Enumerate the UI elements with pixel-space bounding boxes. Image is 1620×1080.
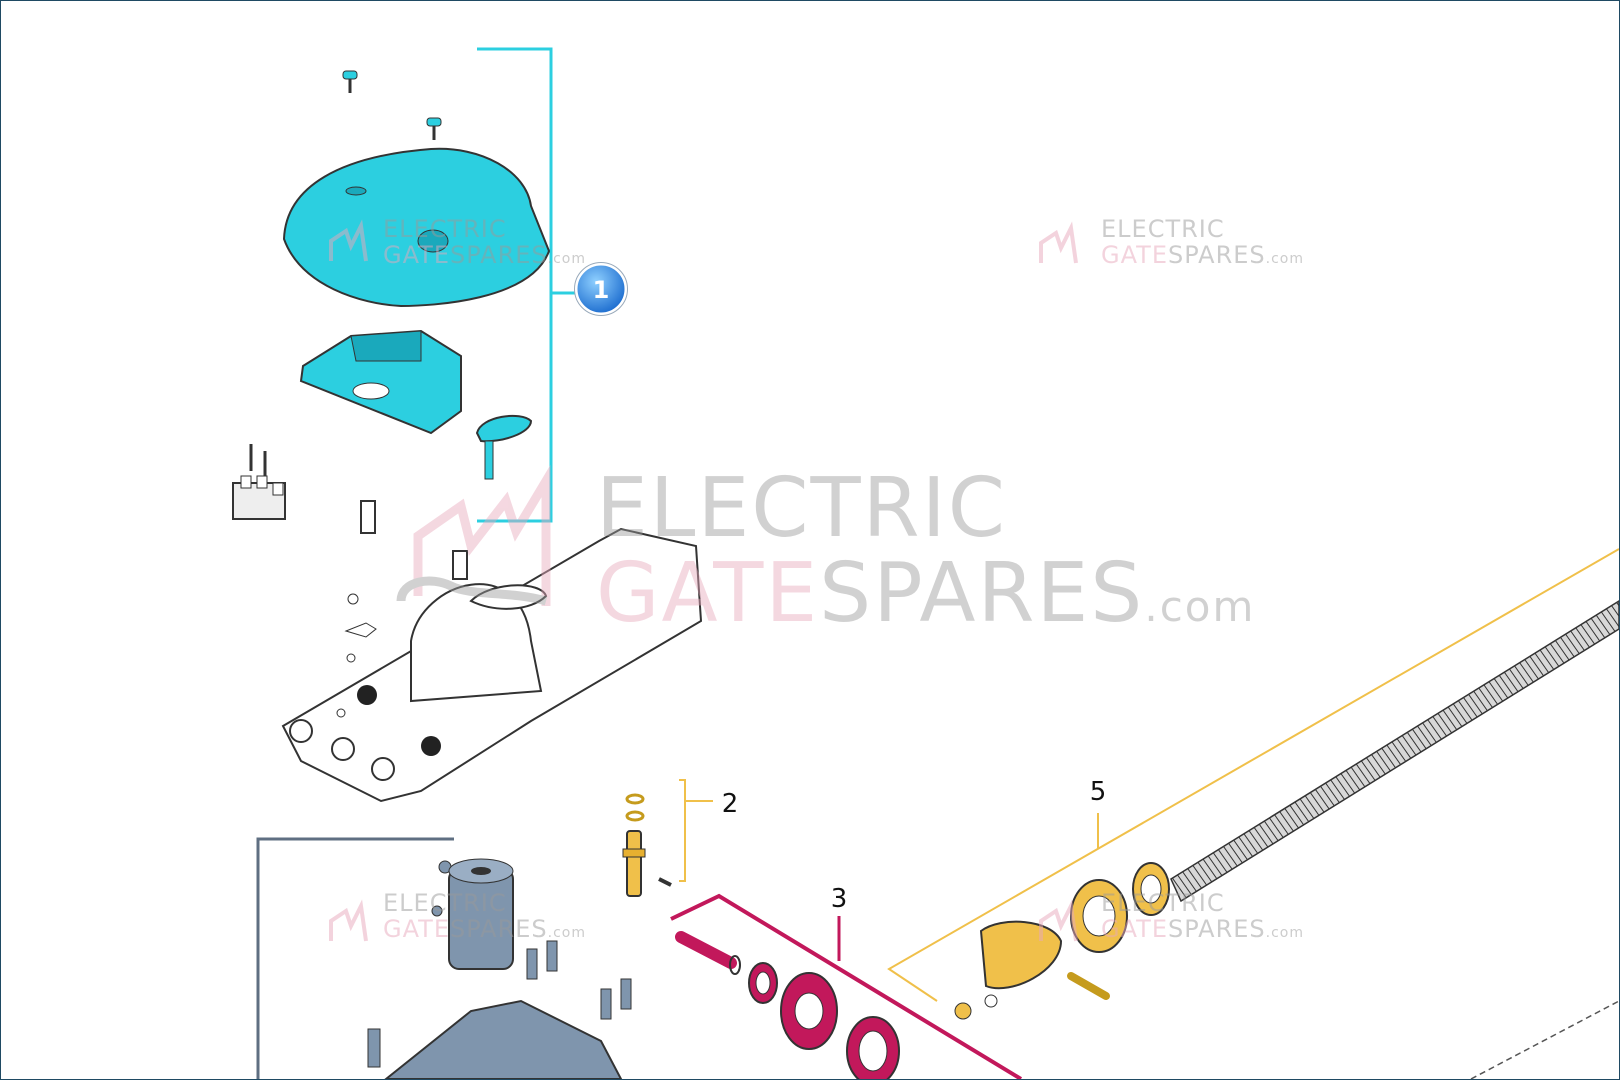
group-3-gear-train: 3 [670, 884, 1023, 1079]
watermark-small-4-suffix: .com [1266, 925, 1304, 941]
cover-screw-middle [426, 117, 442, 140]
callout-1-badge[interactable]: 1 [574, 262, 628, 316]
group-1-cover-assembly: 1 [282, 47, 628, 523]
watermark-small-3: ELECTRIC GATESPARES.com [329, 889, 586, 943]
watermark-small-1-gate: GATE [383, 241, 450, 269]
watermark-small-2-line1: ELECTRIC [1101, 215, 1225, 243]
watermark-big-line1: ELECTRIC [596, 461, 1007, 556]
watermark-small-2-suffix: .com [1266, 251, 1304, 267]
group-5-bracket [887, 548, 1619, 1002]
release-key [475, 414, 533, 480]
leadscrew [1170, 600, 1619, 903]
group-1-bracket [477, 47, 553, 523]
svg-text:GATESPARES.com: GATESPARES.com [596, 546, 1255, 641]
watermark-small-1: ELECTRIC GATESPARES.com [329, 215, 586, 269]
watermark-small-4-gate: GATE [1101, 915, 1168, 943]
svg-text:GATESPARES.com: GATESPARES.com [1101, 915, 1304, 943]
watermark-small-3-suffix: .com [548, 925, 586, 941]
group-2-valve-assembly: 2 [622, 779, 739, 897]
callout-5-label[interactable]: 5 [1090, 777, 1107, 807]
svg-text:GATESPARES.com: GATESPARES.com [383, 241, 586, 269]
svg-text:GATESPARES.com: GATESPARES.com [383, 915, 586, 943]
watermark-big: ELECTRIC GATESPARES.com [396, 461, 1255, 641]
motor-group-bracket [256, 837, 454, 1079]
watermark-small-2-spares: SPARES [1168, 241, 1266, 269]
watermark-big-spares: SPARES [819, 546, 1144, 641]
watermark-small-3-spares: SPARES [450, 915, 548, 943]
main-housing [281, 527, 703, 803]
watermark-small-4-spares: SPARES [1168, 915, 1266, 943]
terminal-block-hardware [232, 444, 468, 663]
watermark-small-4: ELECTRIC GATESPARES.com [1039, 889, 1304, 943]
watermark-small-2-gate: GATE [1101, 241, 1168, 269]
pink-shaft [675, 931, 737, 969]
watermark-small-4-line1: ELECTRIC [1101, 889, 1225, 917]
callout-3-label[interactable]: 3 [831, 884, 848, 914]
callout-1-label: 1 [593, 276, 610, 304]
bevel-gear [979, 920, 1063, 990]
motor-base [384, 999, 623, 1079]
svg-text:GATESPARES.com: GATESPARES.com [1101, 241, 1304, 269]
motor-group [256, 837, 632, 1079]
watermark-small-3-line1: ELECTRIC [383, 889, 507, 917]
cover-screw-top [342, 70, 358, 93]
watermark-small-3-gate: GATE [383, 915, 450, 943]
valve-pin [626, 830, 642, 897]
watermark-small-1-line1: ELECTRIC [383, 215, 507, 243]
group-2-bracket [679, 779, 686, 882]
watermark-small-2: ELECTRIC GATESPARES.com [1039, 215, 1304, 269]
callout-2-label[interactable]: 2 [722, 789, 739, 819]
watermark-big-suffix: .com [1144, 582, 1255, 631]
group-3-bracket [670, 893, 1023, 1079]
hex-bolt [360, 500, 376, 534]
watermark-big-gate: GATE [596, 546, 819, 641]
watermark-small-1-spares: SPARES [450, 241, 548, 269]
watermark-small-1-suffix: .com [548, 251, 586, 267]
